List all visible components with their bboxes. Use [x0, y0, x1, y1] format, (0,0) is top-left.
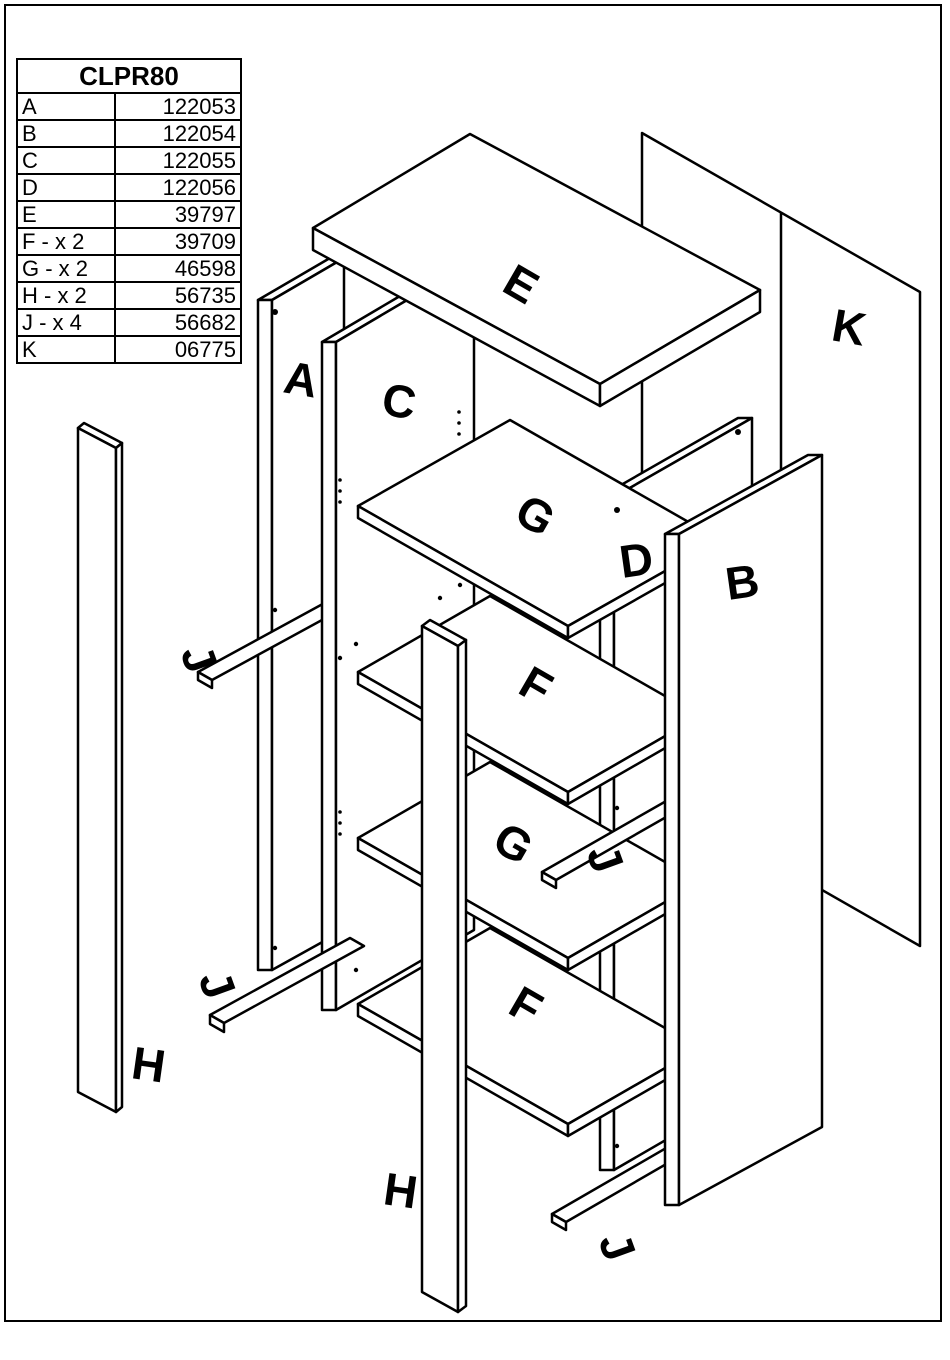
part-letter: F - x 2: [17, 228, 115, 255]
part-code: 39797: [115, 201, 241, 228]
part-code: 122055: [115, 147, 241, 174]
post-h-front-front: [422, 626, 458, 1312]
part-code: 122056: [115, 174, 241, 201]
post-h-left-front: [78, 428, 116, 1112]
part-code: 06775: [115, 336, 241, 363]
parts-table-title: CLPR80: [17, 59, 241, 93]
label-part-j-right-bottom: J: [589, 1226, 647, 1268]
part-letter: E: [17, 201, 115, 228]
label-part-h-front: H: [381, 1162, 421, 1218]
part-code: 46598: [115, 255, 241, 282]
part-code: 122053: [115, 93, 241, 120]
part-code: 39709: [115, 228, 241, 255]
post-h-left-side: [116, 443, 122, 1112]
part-letter: K: [17, 336, 115, 363]
part-code: 56735: [115, 282, 241, 309]
part-letter: G - x 2: [17, 255, 115, 282]
part-letter: A: [17, 93, 115, 120]
part-letter: D: [17, 174, 115, 201]
part-letter: C: [17, 147, 115, 174]
panel-b-front: [665, 534, 679, 1205]
part-letter: H - x 2: [17, 282, 115, 309]
part-letter: B: [17, 120, 115, 147]
part-code: 56682: [115, 309, 241, 336]
label-part-h-left: H: [129, 1036, 169, 1092]
post-h-front-side: [458, 640, 466, 1312]
parts-table-header-row: CLPR80: [17, 59, 241, 93]
part-code: 122054: [115, 120, 241, 147]
part-letter: J - x 4: [17, 309, 115, 336]
panel-c-front: [322, 342, 336, 1010]
